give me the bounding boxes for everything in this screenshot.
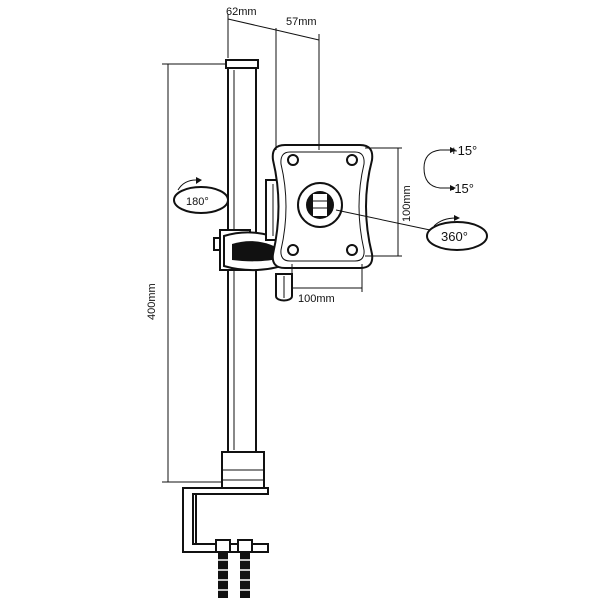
label-plus-15: +15° [450,143,477,158]
tilt-knob [275,273,293,302]
clamp-screw-left [215,539,231,598]
rotation-360-indicator: 360° [335,209,488,251]
label-400mm: 400mm [146,283,158,320]
label-100mm-vertical: 100mm [401,185,413,222]
label-minus-15: -15° [450,181,474,196]
vesa-hole-bottom-left [287,244,299,256]
label-100mm-horizontal: 100mm [298,293,335,305]
label-180: 180° [186,196,209,208]
dimension-top-offsets: 62mm 57mm [226,6,320,150]
vesa-hole-bottom-right [346,244,358,256]
vesa-hole-top-right [346,154,358,166]
clamp-screw-right [237,539,253,598]
tilt-indicator: +15° -15° [423,143,477,196]
label-360: 360° [441,229,468,244]
dimension-pole-height: 400mm [146,63,226,483]
rotation-180-indicator: 180° [173,177,229,214]
dimension-vesa-width: 100mm [291,264,363,305]
vesa-hole-top-left [287,154,299,166]
vesa-plate [271,144,374,269]
label-57mm: 57mm [286,16,317,28]
label-62mm: 62mm [226,6,257,18]
dimension-vesa-height: 100mm [365,147,413,257]
desk-clamp [182,487,269,598]
pole-base-collar [221,451,265,489]
